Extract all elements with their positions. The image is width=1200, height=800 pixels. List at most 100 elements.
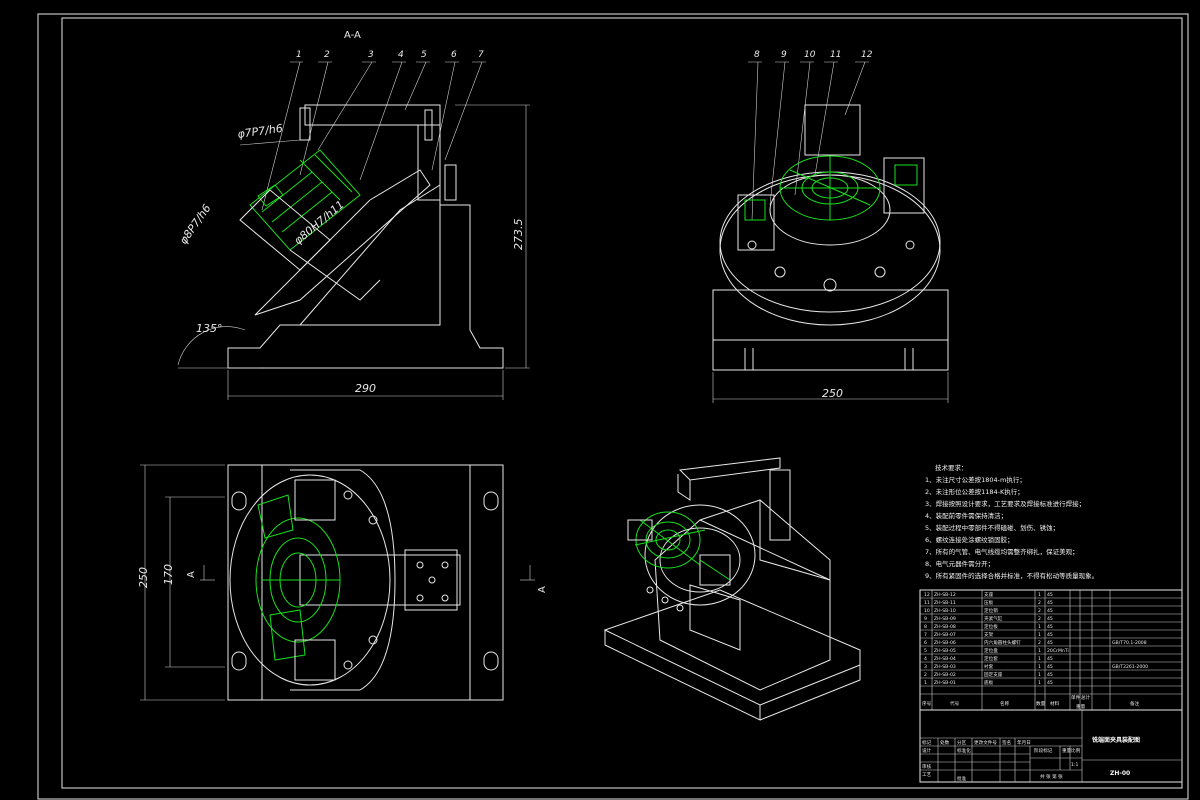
bom-cell-code: ZH-SB-09	[934, 616, 956, 622]
tb-stage: 阶段标记	[1034, 747, 1053, 754]
bom-cell-qty: 1	[1038, 592, 1041, 598]
bom-header-code: 代号	[950, 700, 960, 707]
bom-cell-qty: 2	[1038, 640, 1041, 646]
bom-cell-name: 定位套	[984, 655, 998, 662]
bom-cell-code: ZH-SB-11	[934, 600, 956, 606]
part-no-7: 7	[478, 50, 484, 60]
part-no-10: 10	[804, 50, 816, 60]
bom-cell-no: 8	[924, 624, 927, 630]
part-no-8: 8	[754, 50, 760, 60]
bom-cell-name: 底板	[984, 679, 994, 686]
bom-header-mat: 材料	[1050, 700, 1060, 707]
bom-cell-code: ZH-SB-08	[934, 624, 956, 630]
tb-sheets: 共 张 第 张	[1040, 773, 1063, 780]
bom-header-note: 备注	[1130, 700, 1140, 707]
drawing-title: 铣端面夹具装配图	[1092, 736, 1140, 744]
tb-weight: 重量	[1062, 747, 1072, 754]
bom-cell-no: 9	[924, 616, 927, 622]
section-label: A-A	[344, 30, 361, 41]
fit-label-3: φ80H7/h11	[292, 198, 347, 247]
tb-row-label-3: 分区	[957, 739, 967, 746]
side-view: 8 9 10 11 12	[712, 50, 949, 403]
bom-cell-mat: 45	[1047, 600, 1053, 606]
bom-header-weight: 重量	[1076, 703, 1086, 710]
isometric-view	[603, 457, 861, 721]
bom-cell-name: 衬套	[984, 663, 994, 670]
tb-scale-label: 比例	[1071, 747, 1081, 754]
tb-sign-approve: 批准	[957, 775, 967, 782]
angle-dimension: 135°	[196, 322, 223, 335]
bom-cell-code: ZH-SB-02	[934, 672, 956, 678]
tb-sign-process: 工艺	[922, 772, 932, 778]
part-no-2: 2	[324, 50, 330, 60]
bom-cell-qty: 2	[1038, 600, 1041, 606]
dim-290: 290	[355, 382, 376, 395]
bom-cell-mat: 20CrMnTi	[1047, 648, 1069, 654]
tb-row-label-6: 年月日	[1017, 739, 1031, 746]
dim-170-top: 170	[162, 564, 175, 585]
tb-scale: 1:1	[1071, 762, 1078, 768]
tech-note-8: 8、电气元器件需分开；	[925, 559, 994, 568]
inner-frame	[61, 17, 1183, 789]
bom-header-no: 序号	[922, 700, 932, 707]
tb-standardization: 标准化	[957, 747, 971, 754]
bom-cell-qty: 2	[1038, 616, 1041, 622]
part-no-12: 12	[861, 50, 873, 60]
bom-cell-mat: 45	[1047, 664, 1053, 670]
tb-row-label-1: 标记	[922, 739, 932, 746]
tb-row-label-5: 签名	[1002, 739, 1011, 746]
bom-cell-qty: 1	[1038, 624, 1041, 630]
tech-note-9: 9、所有紧固件的选择合格并标准，不得有松动等质量现象。	[925, 571, 1098, 580]
bom-cell-code: ZH-SB-12	[934, 592, 956, 598]
tech-notes: 技术要求： 1、未注尺寸公差按1804-m执行； 2、未注形位公差按1184-K…	[925, 463, 1098, 580]
bom-cell-mat: 45	[1047, 656, 1053, 662]
bom-cell-code: ZH-SB-10	[934, 608, 956, 614]
bom-cell-qty: 1	[1038, 672, 1041, 678]
tech-note-5: 5、装配过程中零部件不得磕碰、划伤、锈蚀；	[925, 523, 1059, 532]
bom-cell-qty: 1	[1038, 648, 1041, 654]
dim-250-side: 250	[822, 387, 843, 400]
outer-border	[37, 13, 1189, 800]
bom-cell-no: 10	[924, 608, 930, 614]
tb-sign-review: 审核	[922, 763, 932, 770]
bom-cell-no: 12	[924, 592, 930, 598]
tech-notes-title: 技术要求：	[935, 463, 968, 472]
bom-cell-name: 压板	[984, 599, 994, 606]
part-no-3: 3	[368, 50, 374, 60]
bom-cell-qty: 2	[1038, 608, 1041, 614]
part-no-5: 5	[421, 50, 427, 60]
bom-cell-note: GB/T2261-2000	[1112, 664, 1148, 670]
part-number-row-side: 8 9 10 11 12	[754, 50, 873, 60]
bom-header-qty: 数量	[1036, 700, 1046, 707]
drawing-number: ZH-00	[1110, 770, 1130, 777]
section-marker-left: A	[186, 571, 197, 578]
tech-note-2: 2、未注形位公差按1184-K执行；	[925, 487, 1024, 496]
bom-cell-mat: 45	[1047, 616, 1053, 622]
bom-cell-mat: 45	[1047, 680, 1053, 686]
fit-label-1: φ7P7/h6	[237, 122, 284, 141]
bom-cell-name: 支架	[984, 631, 994, 638]
bom-cell-code: ZH-SB-06	[934, 640, 956, 646]
title-block: 标记 处数 分区 更改文件号 签名 年月日 设计 标准化 审核 工艺 批准 阶段…	[919, 709, 1183, 783]
bom-cell-no: 5	[924, 648, 927, 654]
bom-cell-no: 3	[924, 664, 927, 670]
tech-note-6: 6、螺纹连接处涂螺纹锁固胶；	[925, 535, 1014, 544]
tb-row-label-2: 处数	[940, 739, 950, 746]
bom-cell-mat: 45	[1047, 640, 1053, 646]
section-view-aa: A-A 1 2 3 4 5 6 7 φ7P7/h6	[177, 30, 530, 400]
bom-cell-note: GB/T70.1-2008	[1112, 640, 1147, 646]
bom-cell-name: 定位板	[984, 623, 998, 630]
bom-cell-no: 11	[924, 600, 930, 606]
bom-cell-no: 6	[924, 640, 927, 646]
top-view: A A 250 170	[137, 464, 548, 701]
part-no-1: 1	[296, 50, 302, 60]
bom-header-name: 名称	[1000, 700, 1010, 707]
bom-cell-mat: 45	[1047, 672, 1053, 678]
bom-cell-code: ZH-SB-03	[934, 664, 956, 670]
bom-cell-mat: 45	[1047, 608, 1053, 614]
dim-250-top: 250	[137, 567, 150, 588]
bom-cell-name: 固定支座	[984, 671, 1003, 678]
bom-header-total: 总计	[1081, 694, 1091, 701]
